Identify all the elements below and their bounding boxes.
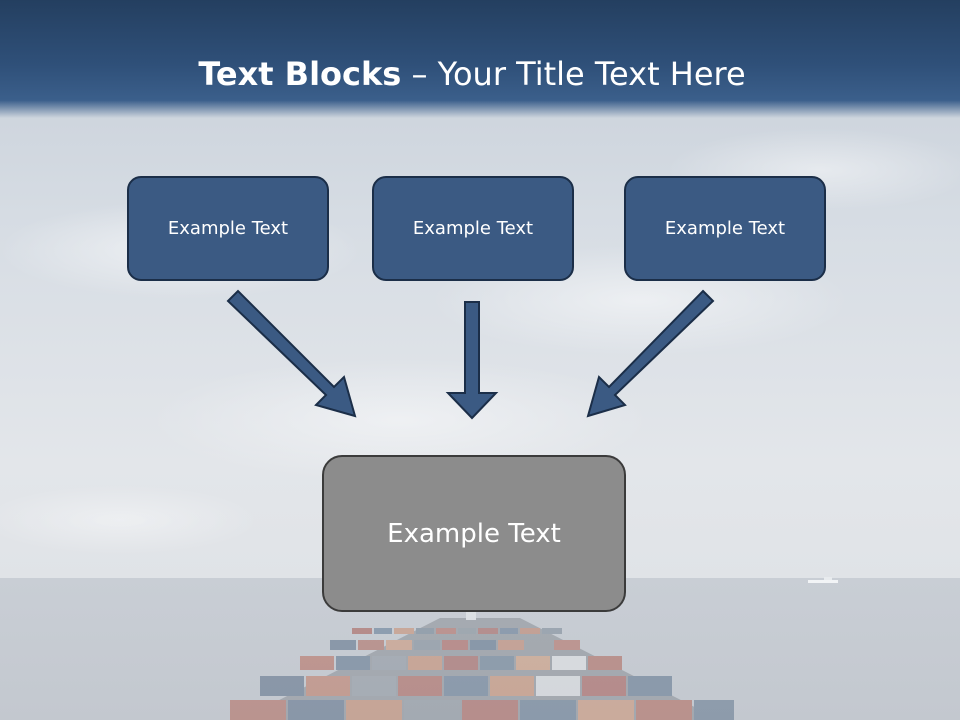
title-rest-text: Your Title Text Here (437, 55, 746, 93)
diagonal-down-right-arrow-icon[interactable] (226, 289, 357, 418)
text-block-top-right[interactable]: Example Text (624, 176, 826, 281)
down-arrow-icon[interactable] (445, 301, 499, 420)
distant-ship-image (808, 577, 838, 583)
slide-title[interactable]: Text Blocks – Your Title Text Here (0, 54, 944, 94)
text-block-label: Example Text (412, 218, 534, 239)
text-block-label: Example Text (167, 218, 289, 239)
text-block-label: Example Text (664, 218, 786, 239)
title-band (0, 0, 960, 118)
diagonal-down-left-arrow-icon[interactable] (586, 289, 715, 418)
text-block-label: Example Text (387, 518, 561, 549)
text-block-top-center[interactable]: Example Text (372, 176, 574, 281)
title-bold-text: Text Blocks (198, 55, 402, 93)
title-dash: – (401, 55, 438, 93)
text-block-bottom[interactable]: Example Text (322, 455, 626, 612)
text-block-top-left[interactable]: Example Text (127, 176, 329, 281)
